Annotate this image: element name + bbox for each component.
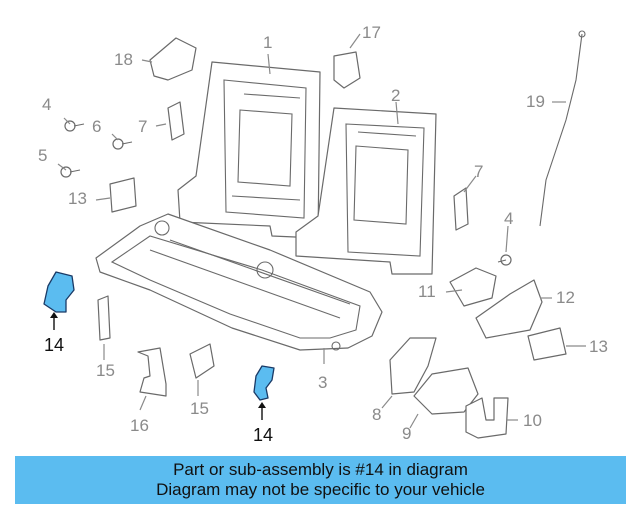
callout-13-right: 13: [589, 337, 608, 356]
part-8-bracket: [389, 337, 437, 395]
callout-14-center: 14: [253, 425, 274, 445]
part-14-highlight-left: [43, 271, 75, 313]
seat-back-frame-left: [177, 61, 321, 239]
callout-19: 19: [526, 92, 545, 111]
part-19-cable: [539, 33, 583, 227]
part-14-highlight-center: [253, 365, 275, 401]
part-9-housing: [413, 367, 479, 415]
callout-5: 5: [38, 146, 48, 165]
callout-7-left: 7: [138, 117, 148, 136]
bolts: [60, 120, 512, 266]
callout-1: 1: [263, 33, 273, 52]
callout-4-left: 4: [42, 95, 52, 114]
part-18-hinge: [149, 37, 197, 81]
part-13-cover-left: [109, 177, 137, 213]
part-11-latch: [449, 267, 497, 307]
callout-18: 18: [114, 50, 133, 69]
part-7-cover-right: [453, 187, 469, 231]
seat-cushion-frame: [95, 213, 383, 351]
callout-7-right: 7: [474, 162, 484, 181]
callout-6: 6: [92, 117, 102, 136]
callout-17: 17: [362, 23, 381, 42]
banner-line-1: Part or sub-assembly is #14 in diagram: [173, 460, 468, 479]
callout-11: 11: [418, 282, 436, 301]
part-12-trim: [475, 279, 543, 339]
callout-15-right: 15: [190, 399, 209, 418]
callout-10: 10: [523, 411, 542, 430]
callout-4-right: 4: [504, 209, 514, 228]
callout-15-left: 15: [96, 361, 115, 380]
callout-9: 9: [402, 424, 412, 443]
callout-14-left: 14: [44, 335, 65, 355]
part-13-cover-right: [527, 327, 567, 361]
part-17-bracket: [333, 51, 361, 89]
part-15-bracket-left: [97, 295, 111, 341]
callout-12: 12: [556, 288, 575, 307]
banner-line-2: Diagram may not be specific to your vehi…: [156, 480, 485, 499]
leader-lines: [57, 33, 586, 429]
part-10-clip: [465, 397, 509, 439]
callout-8: 8: [372, 405, 382, 424]
part-15-bracket-right: [189, 343, 215, 379]
info-banner: Part or sub-assembly is #14 in diagram D…: [15, 456, 626, 504]
callout-13-left: 13: [68, 189, 87, 208]
callout-2: 2: [391, 86, 401, 105]
seat-back-frame-right: [295, 107, 437, 275]
part-7-cover-left: [167, 101, 185, 141]
part-16-clip: [137, 347, 167, 397]
callout-16: 16: [130, 416, 149, 435]
callout-3: 3: [318, 373, 328, 392]
parts-diagram: [43, 30, 586, 439]
